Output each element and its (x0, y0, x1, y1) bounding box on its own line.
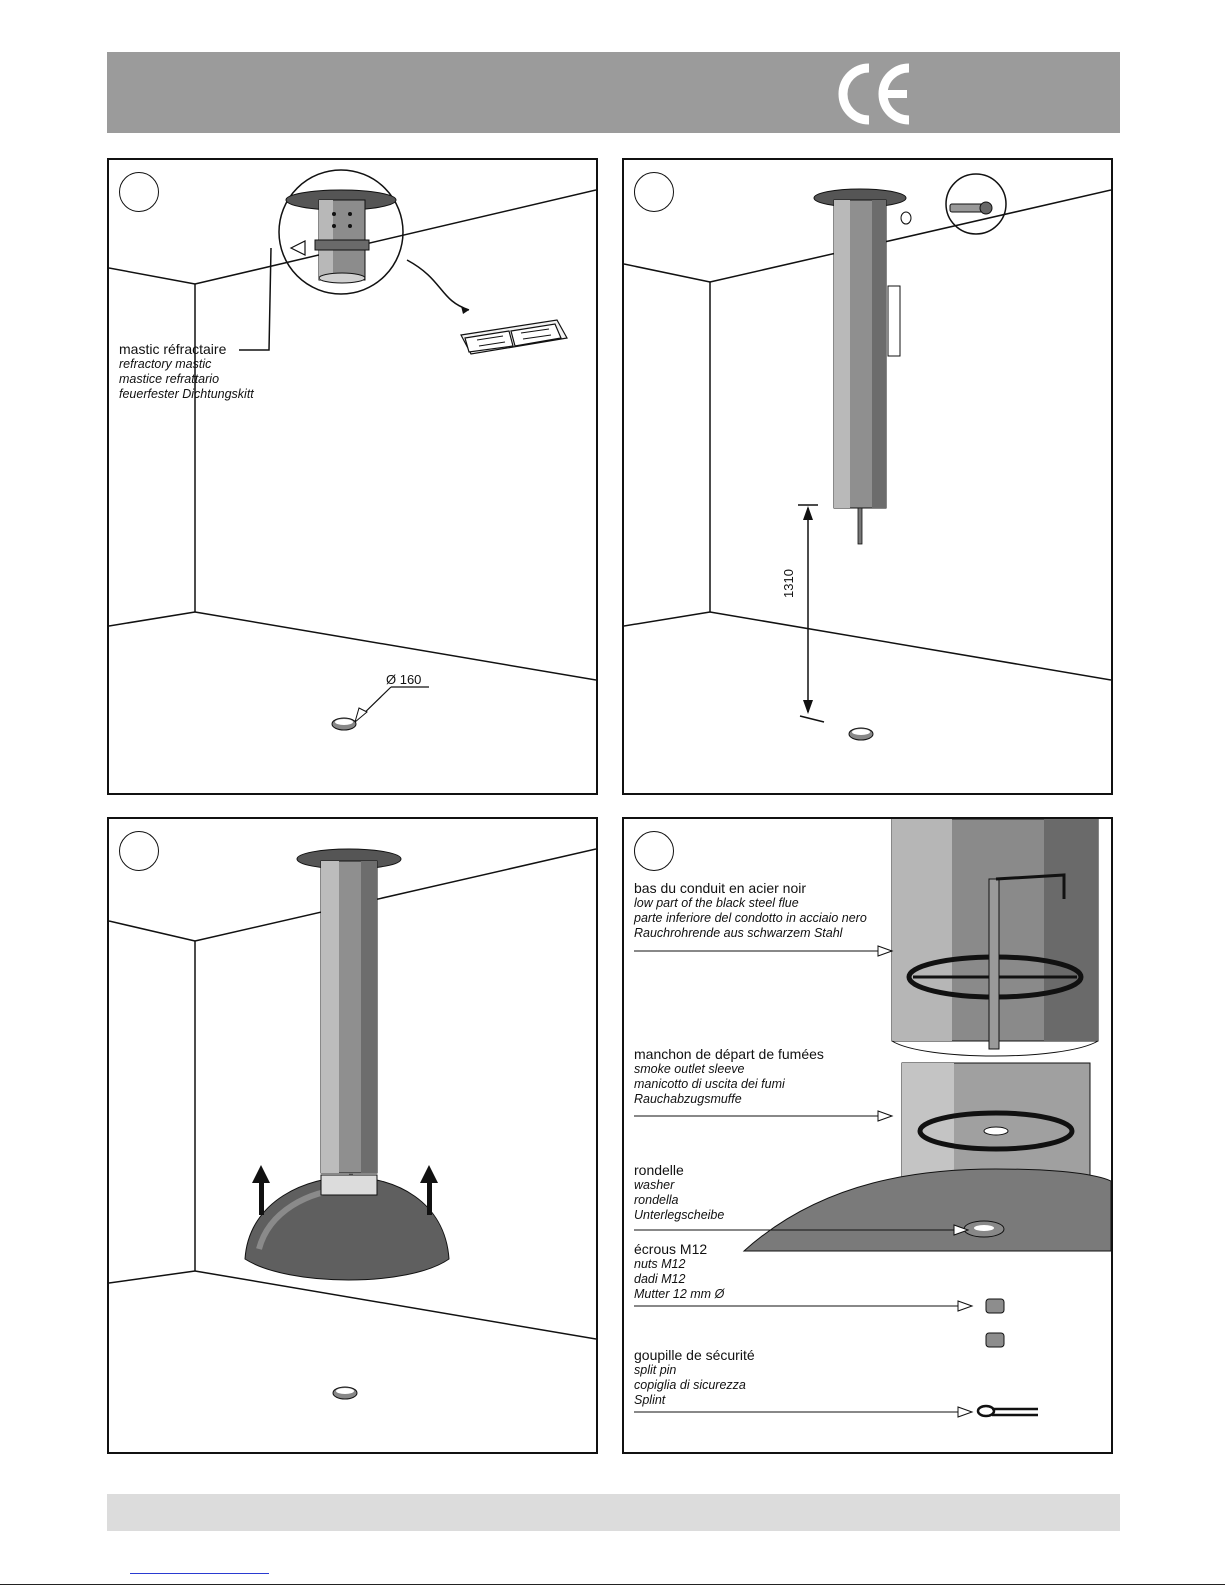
mastic-label-fr: mastic réfractaire (119, 341, 227, 357)
step-panel-2: 1310 (622, 158, 1113, 795)
parts-exploded-view (634, 819, 1111, 1418)
flue-label-de: Rauchrohrende aus schwarzem Stahl (634, 926, 843, 940)
mastic-label-it: mastice refrattario (119, 372, 220, 386)
washer-label: rondelle washer rondella Unterlegscheibe (634, 1163, 724, 1223)
flue-label: bas du conduit en acier noir low part of… (634, 881, 867, 941)
diameter-label: Ø 160 (386, 672, 422, 687)
step-number-circle (634, 831, 674, 871)
header-bar (107, 52, 1120, 133)
nuts-label-it: dadi M12 (634, 1272, 686, 1286)
nuts-label: écrous M12 nuts M12 dadi M12 Mutter 12 m… (634, 1242, 724, 1302)
sleeve-label-en: smoke outlet sleeve (634, 1062, 745, 1076)
footer-bar (107, 1494, 1120, 1531)
washer-label-fr: rondelle (634, 1162, 684, 1178)
sleeve-label-it: manicotto di uscita dei fumi (634, 1077, 785, 1091)
pin-label-de: Splint (634, 1393, 666, 1407)
ce-mark-icon (838, 63, 910, 125)
room-illustration-1 (109, 169, 596, 731)
nuts-label-de: Mutter 12 mm Ø (634, 1287, 725, 1301)
nuts-label-fr: écrous M12 (634, 1241, 708, 1257)
height-dimension: 1310 (781, 569, 796, 598)
nuts-label-en: nuts M12 (634, 1257, 686, 1271)
mastic-label-de: feuerfester Dichtungskitt (119, 387, 254, 401)
room-illustration-3 (109, 848, 596, 1400)
room-illustration-2 (624, 173, 1111, 741)
step-number-circle (119, 831, 159, 871)
flue-label-fr: bas du conduit en acier noir (634, 880, 806, 896)
washer-label-en: washer (634, 1178, 675, 1192)
pin-label: goupille de sécurité split pin copiglia … (634, 1348, 755, 1408)
step-number-circle (634, 172, 674, 212)
washer-label-it: rondella (634, 1193, 679, 1207)
step-number-circle (119, 172, 159, 212)
flue-label-it: parte inferiore del condotto in acciaio … (634, 911, 867, 925)
step-panel-1: mastic réfractaire refractory mastic mas… (107, 158, 598, 795)
sleeve-label-fr: manchon de départ de fumées (634, 1046, 824, 1062)
flue-label-en: low part of the black steel flue (634, 896, 799, 910)
step-panel-3 (107, 817, 598, 1454)
step-panel-4: bas du conduit en acier noir low part of… (622, 817, 1113, 1454)
pin-label-it: copiglia di sicurezza (634, 1378, 746, 1392)
pin-label-fr: goupille de sécurité (634, 1347, 755, 1363)
sleeve-label: manchon de départ de fumées smoke outlet… (634, 1047, 824, 1107)
washer-label-de: Unterlegscheibe (634, 1208, 725, 1222)
mastic-label: mastic réfractaire refractory mastic mas… (119, 342, 254, 402)
mastic-label-en: refractory mastic (119, 357, 212, 371)
pin-label-en: split pin (634, 1363, 677, 1377)
bottom-link-underline[interactable] (130, 1573, 269, 1574)
sleeve-label-de: Rauchabzugsmuffe (634, 1092, 742, 1106)
